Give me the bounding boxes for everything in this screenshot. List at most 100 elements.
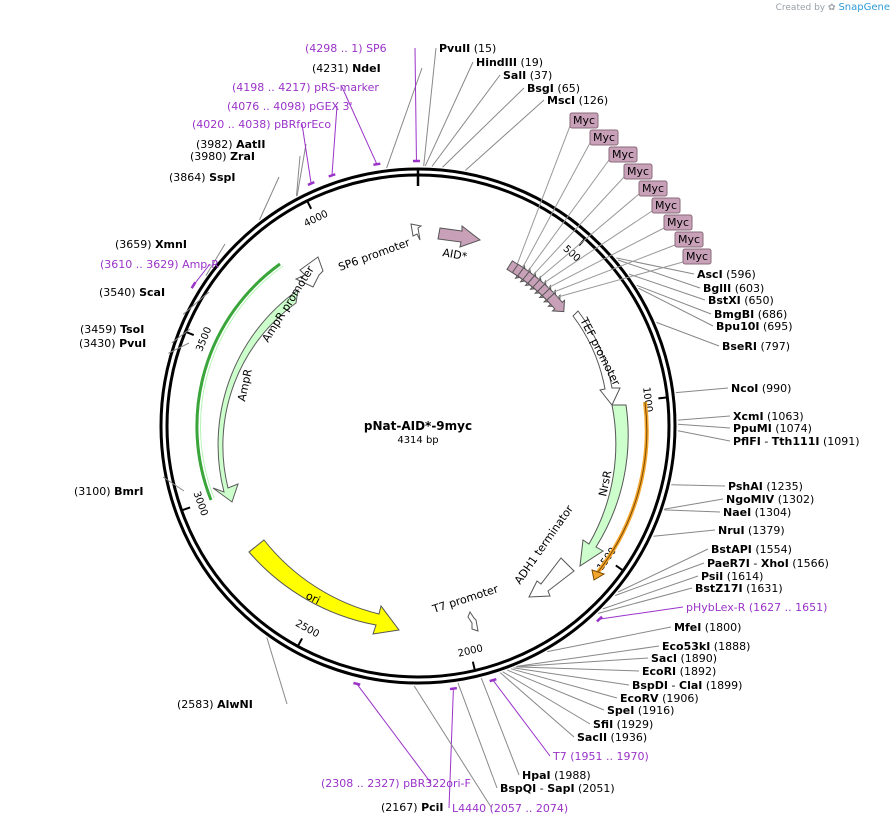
site-label[interactable]: SfiI (1929) [593, 718, 653, 731]
myc-leader [527, 159, 610, 272]
myc-tag-box[interactable] [674, 231, 704, 248]
myc-tag-label: Myc [678, 233, 700, 246]
myc-leader [551, 244, 676, 294]
myc-tag-box[interactable] [608, 146, 638, 163]
site-label[interactable]: BstAPI (1554) [711, 543, 792, 556]
site-label[interactable]: AscI (596) [697, 268, 756, 281]
primer-label[interactable]: T7 (1951 .. 1970) [552, 750, 649, 763]
primer-bar [353, 681, 361, 686]
site-label[interactable]: BsgI (65) [527, 82, 580, 95]
site-label[interactable]: SpeI (1916) [607, 704, 674, 717]
site-label[interactable]: XcmI (1063) [733, 410, 804, 423]
site-label[interactable]: BstZ17I (1631) [695, 582, 783, 595]
site-leader [424, 61, 474, 167]
site-label[interactable]: PpuMI (1074) [733, 422, 812, 435]
aid-feature[interactable] [437, 224, 482, 248]
ampr-orf-line [195, 262, 281, 501]
nrsr-feature[interactable] [579, 404, 629, 568]
site-label[interactable]: (3459) TsoI [80, 323, 144, 336]
aid-label: AID* [441, 246, 468, 263]
ampr-orf-line-inner [200, 265, 284, 499]
site-leader [653, 529, 716, 537]
site-leader [182, 291, 210, 315]
plasmid-name: pNat-AID*-9myc [364, 419, 472, 433]
site-label[interactable]: (3659) XmnI [115, 238, 187, 251]
site-label[interactable]: SacI (1890) [651, 652, 717, 665]
site-leader [616, 257, 695, 275]
site-label[interactable]: PflFI - Tth111I (1091) [733, 435, 860, 448]
primer-label[interactable]: (4198 .. 4217) pRS-marker [232, 81, 379, 94]
site-label[interactable]: PsiI (1614) [701, 570, 763, 583]
primer-bar [373, 162, 381, 167]
site-label[interactable]: NruI (1379) [718, 524, 785, 537]
site-label[interactable]: BglII (603) [703, 282, 764, 295]
site-label[interactable]: NgoMIV (1302) [726, 493, 814, 506]
site-label[interactable]: NcoI (990) [731, 382, 791, 395]
myc-tag-box[interactable] [589, 129, 619, 146]
ampr-promoter-arrow [294, 256, 324, 288]
myc-tag-label: Myc [655, 199, 677, 212]
site-leader [677, 430, 731, 442]
site-label[interactable]: (4231) NdeI [312, 62, 381, 75]
primer-label[interactable]: L4440 (2057 .. 2074) [452, 802, 568, 815]
site-label[interactable]: PaeR7I - XhoI (1566) [707, 557, 829, 570]
primer-label[interactable]: (4076 .. 4098) pGEX 3' [227, 100, 353, 113]
primer-bar [307, 180, 315, 187]
myc-tag-box[interactable] [663, 214, 693, 231]
site-label[interactable]: BspDI - ClaI (1899) [632, 679, 742, 692]
primer-bar [190, 281, 197, 289]
site-label[interactable]: HpaI (1988) [522, 769, 591, 782]
site-label[interactable]: (3430) PvuI [79, 337, 146, 350]
myc-tag-box[interactable] [569, 112, 599, 129]
site-label[interactable]: (3100) BmrI [74, 485, 143, 498]
site-label[interactable]: (3540) ScaI [99, 286, 165, 299]
site-label[interactable]: NaeI (1304) [723, 506, 791, 519]
myc-arrow[interactable] [545, 291, 570, 317]
site-label[interactable]: PshAI (1235) [728, 480, 803, 493]
ampr-feature[interactable] [212, 288, 299, 503]
tick-mark [306, 201, 313, 210]
myc-tag-label: Myc [573, 114, 595, 127]
site-label[interactable]: BspQI - SapI (2051) [500, 782, 615, 795]
site-label[interactable]: (3980) ZraI [190, 150, 255, 163]
myc-tag-box[interactable] [623, 163, 653, 180]
site-leader [502, 671, 591, 725]
site-label[interactable]: MscI (126) [547, 94, 608, 107]
tick-label: 4000 [302, 209, 330, 230]
plasmid-size: 4314 bp [397, 435, 438, 446]
site-label[interactable]: (3982) AatII [196, 138, 265, 151]
site-label[interactable]: BmgBI (686) [714, 308, 787, 321]
site-label[interactable]: (2167) PciI [381, 801, 444, 814]
primer-label[interactable]: (3610 .. 3629) Amp-R [100, 258, 219, 271]
ori-feature[interactable] [248, 539, 400, 635]
site-leader [677, 423, 731, 429]
site-label[interactable]: BstXI (650) [708, 294, 774, 307]
myc-tag-box[interactable] [682, 248, 712, 265]
site-label[interactable]: HindIII (19) [476, 56, 543, 69]
myc-tag-box[interactable] [638, 180, 668, 197]
nrsr-orf-head [591, 569, 606, 581]
site-label[interactable]: Eco53kI (1888) [662, 640, 750, 653]
t7-promoter-label: T7 promoter [430, 582, 500, 616]
site-label[interactable]: Bpu10I (695) [716, 320, 793, 333]
site-label[interactable]: (2583) AlwNI [177, 698, 253, 711]
site-label[interactable]: EcoRI (1892) [642, 665, 716, 678]
myc-tag-box[interactable] [651, 197, 681, 214]
primer-label[interactable]: (2308 .. 2327) pBR322ori-F [321, 777, 471, 790]
site-label[interactable]: (3864) SspI [169, 171, 236, 184]
site-leader [677, 415, 731, 421]
site-label[interactable]: BseRI (797) [722, 340, 790, 353]
site-label[interactable]: EcoRV (1906) [620, 692, 699, 705]
primer-label[interactable]: pHybLex-R (1627 .. 1651) [686, 601, 827, 614]
myc-leader [556, 261, 684, 298]
site-label[interactable]: MfeI (1800) [674, 621, 741, 634]
primer-label[interactable]: (4020 .. 4038) pBRforEco [192, 118, 331, 131]
tick-mark [658, 396, 667, 400]
site-label[interactable]: SacII (1936) [577, 731, 647, 744]
site-label[interactable]: SalI (37) [503, 69, 552, 82]
site-leader [295, 155, 301, 197]
tick-label: 2000 [457, 643, 484, 659]
site-label[interactable]: PvuII (15) [439, 42, 496, 55]
primer-label[interactable]: (4298 .. 1) SP6 [305, 42, 387, 55]
labels: PvuII (15)HindIII (19)SalI (37)BsgI (65)… [74, 42, 860, 815]
